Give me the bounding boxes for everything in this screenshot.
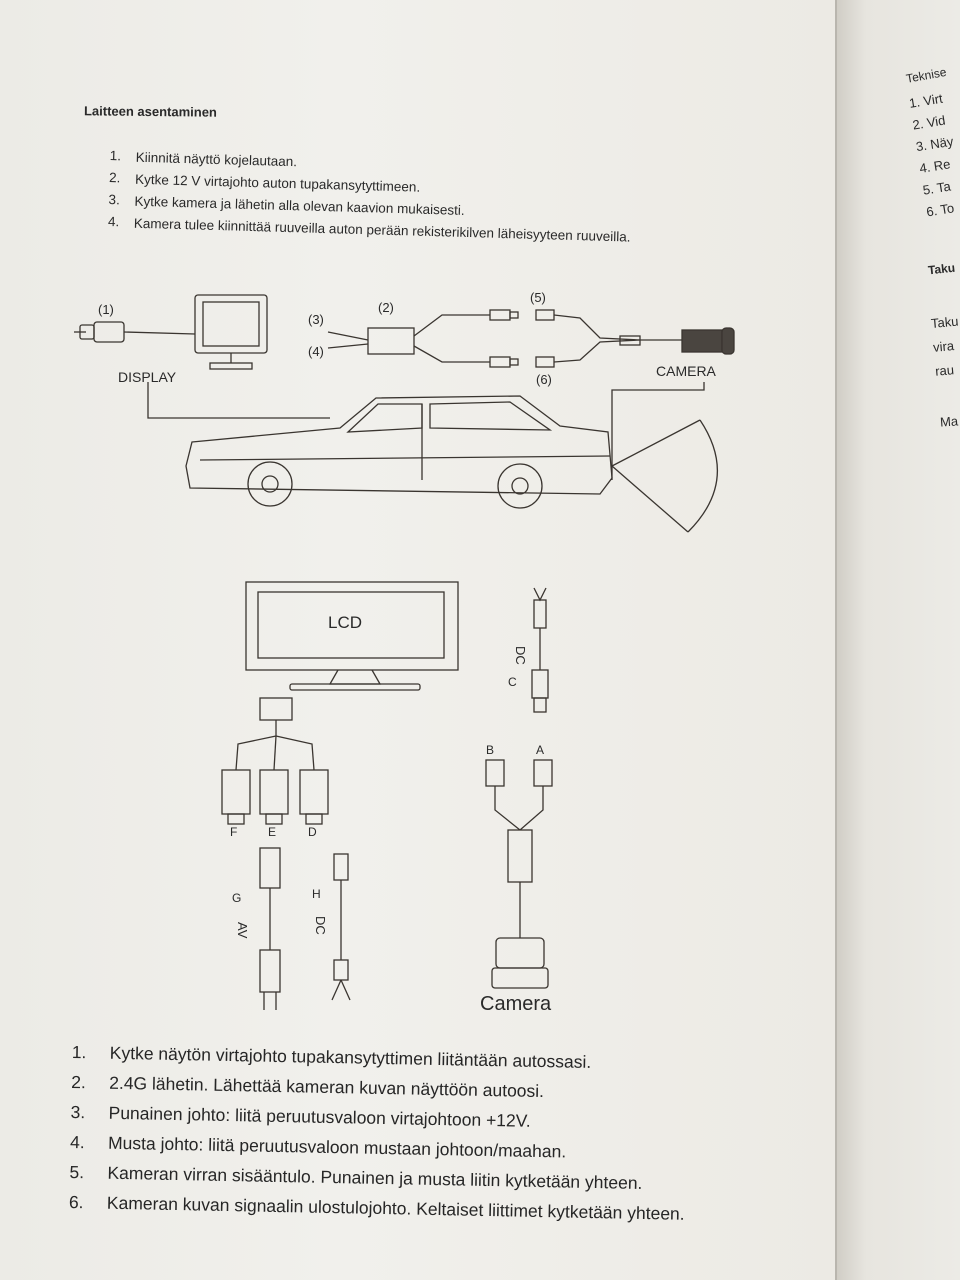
adjacent-page bbox=[835, 0, 960, 1280]
manual-page: Laitteen asentaminen 1.Kiinnitä näyttö k… bbox=[0, 0, 850, 1280]
dc-plug-h-icon bbox=[331, 853, 351, 1001]
label-6: (6) bbox=[536, 372, 552, 387]
dc-plug-c-icon bbox=[531, 587, 549, 713]
camera-bottom-label: Camera bbox=[480, 993, 552, 1015]
connector-h-label: H bbox=[312, 887, 321, 901]
av-cable-icon bbox=[221, 697, 329, 825]
rca-plug-icon bbox=[489, 309, 519, 368]
connector-d-label: D bbox=[308, 825, 317, 839]
install-steps-list: 1.Kiinnitä näyttö kojelautaan. 2.Kytke 1… bbox=[108, 148, 710, 253]
note-item: 4.Musta johto: liitä peruutusvaloon must… bbox=[69, 1131, 567, 1162]
note-item: 2.2.4G lähetin. Lähettää kameran kuvan n… bbox=[71, 1071, 545, 1102]
cigarette-plug-icon bbox=[74, 321, 196, 343]
camera-icon bbox=[681, 327, 735, 355]
connector-e-label: E bbox=[268, 825, 276, 839]
side-ma-text: Ma bbox=[939, 413, 959, 430]
label-4: (4) bbox=[308, 344, 324, 359]
label-1: (1) bbox=[98, 302, 114, 317]
camera-view-cone bbox=[611, 419, 719, 533]
section-heading: Laitteen asentaminen bbox=[83, 103, 218, 120]
side-paragraph: Taku vira rau bbox=[930, 313, 960, 379]
label-3: (3) bbox=[308, 312, 324, 327]
connector-g-label: G bbox=[232, 891, 241, 905]
side-list-item: 2. Vid bbox=[911, 112, 947, 133]
note-item: 5.Kameran virran sisääntulo. Punainen ja… bbox=[69, 1161, 643, 1193]
side-list-item: 6. To bbox=[925, 200, 956, 220]
note-item: 6.Kameran kuvan signaalin ulostulojohto.… bbox=[68, 1191, 685, 1224]
side-list-item: 3. Näy bbox=[914, 133, 955, 155]
side-list-item: 5. Ta bbox=[921, 178, 952, 198]
notes-list: 1.Kytke näytön virtajohto tupakansytytti… bbox=[69, 1042, 812, 1236]
note-item: 3.Punainen johto: liitä peruutusvaloon v… bbox=[70, 1101, 531, 1131]
connector-c-label: C bbox=[508, 675, 517, 689]
connector-f-label: F bbox=[230, 825, 237, 839]
dc-label-left: DC bbox=[313, 916, 328, 935]
dc-label-right: DC bbox=[513, 646, 528, 665]
lcd-label: LCD bbox=[328, 613, 362, 632]
lcd-monitor-icon bbox=[245, 581, 459, 691]
transmitter-box-icon bbox=[367, 327, 415, 355]
wiring-diagram: (1) (2) (3) (4) (5) (6) DISPLAY CAMERA L… bbox=[74, 290, 735, 1015]
side-list-item: 4. Re bbox=[918, 156, 952, 177]
av-label: AV bbox=[235, 922, 250, 939]
display-label: DISPLAY bbox=[118, 369, 177, 385]
connector-b-label: B bbox=[486, 743, 494, 757]
av-plug-g-icon bbox=[259, 847, 281, 1010]
page-gutter bbox=[835, 0, 837, 1280]
label-2: (2) bbox=[378, 300, 394, 315]
camera-cable-icon bbox=[485, 759, 553, 989]
camera-top-label: CAMERA bbox=[656, 363, 717, 379]
connector-a-label: A bbox=[536, 743, 544, 757]
rca-socket-icon bbox=[535, 309, 555, 368]
label-5: (5) bbox=[530, 290, 546, 305]
side-takuu-heading: Taku bbox=[927, 260, 956, 278]
car-icon bbox=[185, 395, 613, 509]
display-monitor-icon bbox=[194, 294, 268, 370]
